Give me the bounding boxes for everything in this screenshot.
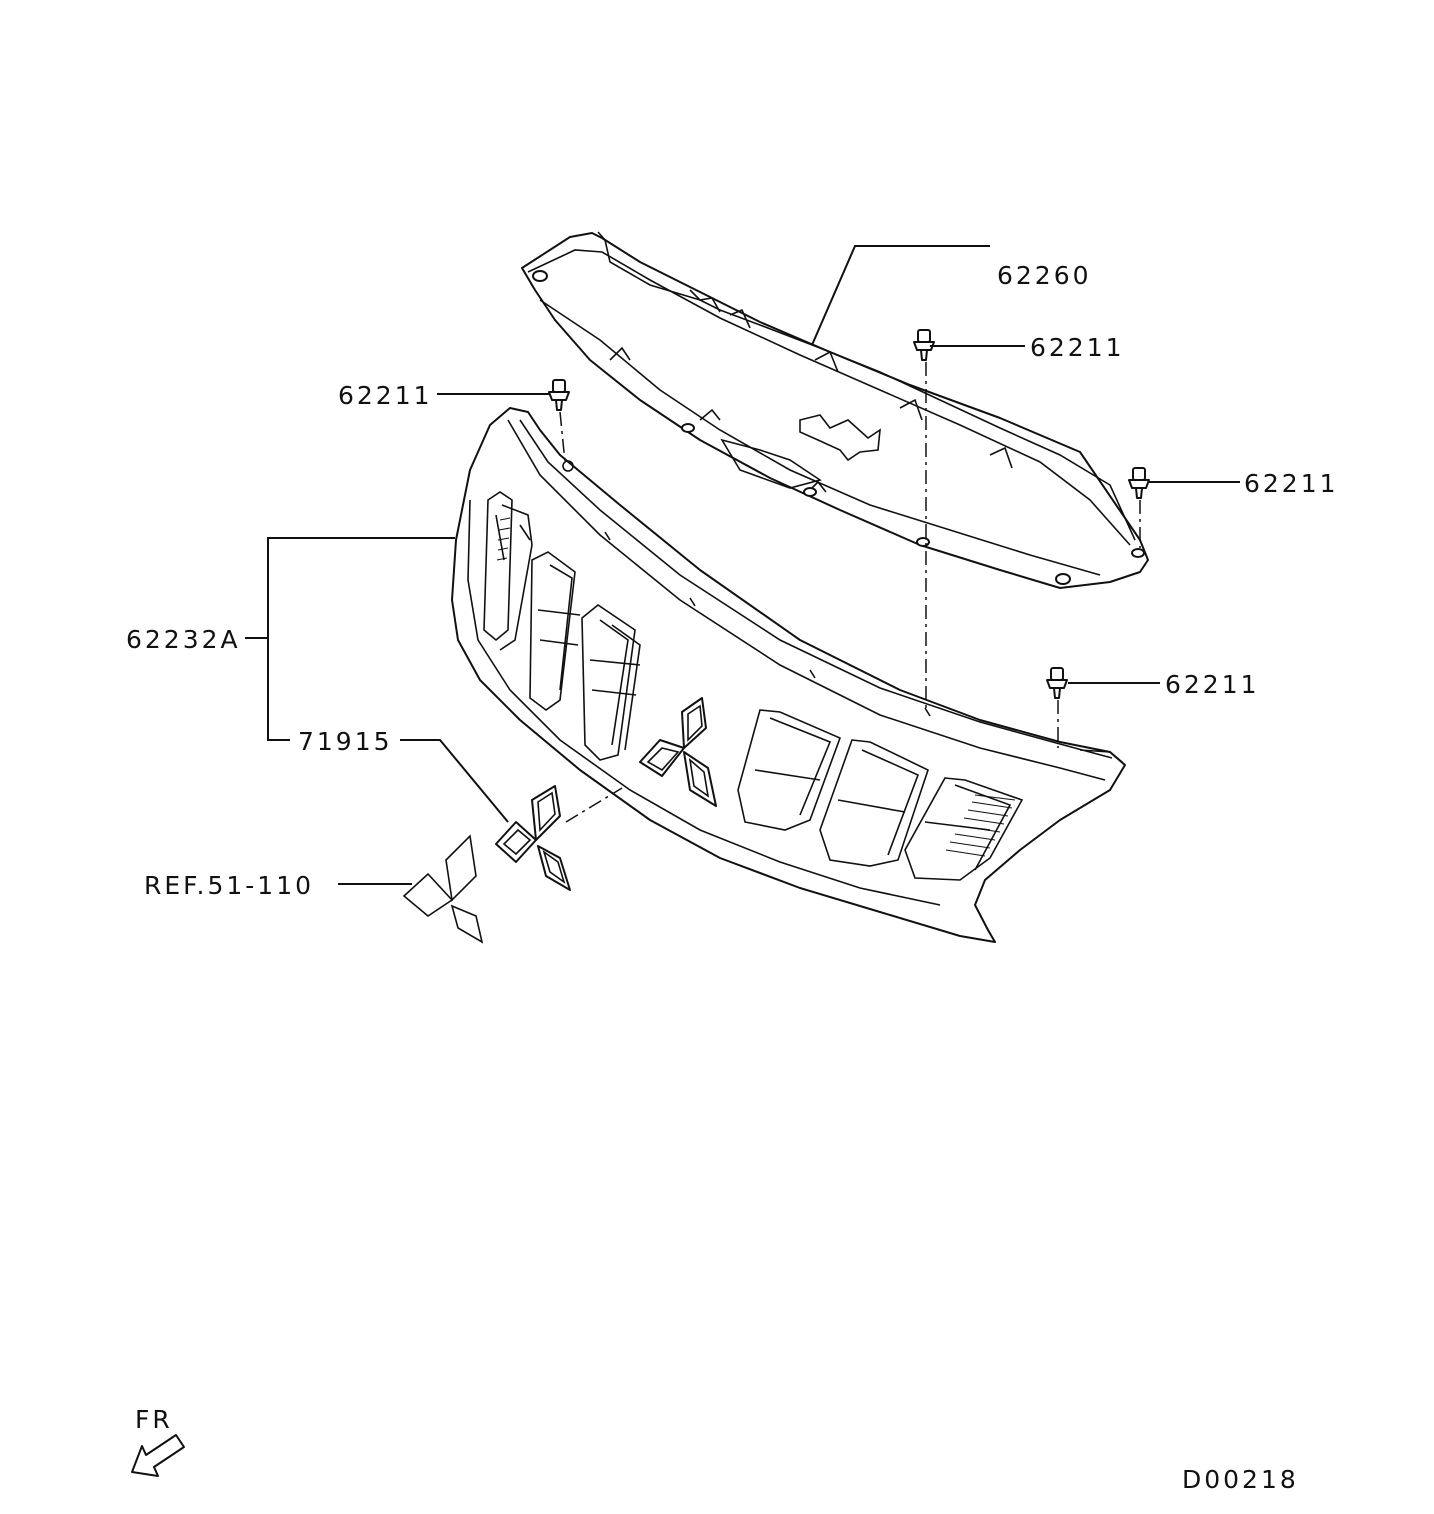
drawing-code: D00218	[1182, 1465, 1299, 1494]
front-arrow-icon	[131, 1434, 185, 1477]
callout-62260: 62260	[997, 261, 1092, 290]
emblem-part[interactable]	[495, 785, 571, 891]
fr-label: FR	[135, 1405, 173, 1434]
grille-emblem-mark	[639, 697, 717, 807]
callout-62211-lower-right: 62211	[1165, 670, 1260, 699]
callout-62232A: 62232A	[126, 625, 241, 654]
clip-part-top-left[interactable]	[548, 379, 570, 411]
left-grille-slats	[483, 491, 641, 761]
leader-lines	[245, 245, 1240, 885]
clip-part-top-center[interactable]	[913, 329, 935, 361]
clip-part-lower-right[interactable]	[1046, 667, 1068, 699]
callout-62211-top-center: 62211	[1030, 333, 1125, 362]
clip-part-right[interactable]	[1128, 467, 1150, 499]
callout-ref-51-110: REF.51-110	[144, 871, 314, 900]
front-direction-indicator: FR	[131, 1405, 185, 1477]
callout-62211-right: 62211	[1244, 469, 1339, 498]
upper-cover-part[interactable]	[521, 231, 1149, 589]
grille-assembly-part[interactable]	[451, 407, 1126, 943]
right-grille-slats	[737, 709, 1024, 881]
callout-62211-top-left: 62211	[338, 381, 433, 410]
callout-71915: 71915	[298, 727, 393, 756]
reference-emblem-outline	[402, 834, 484, 944]
